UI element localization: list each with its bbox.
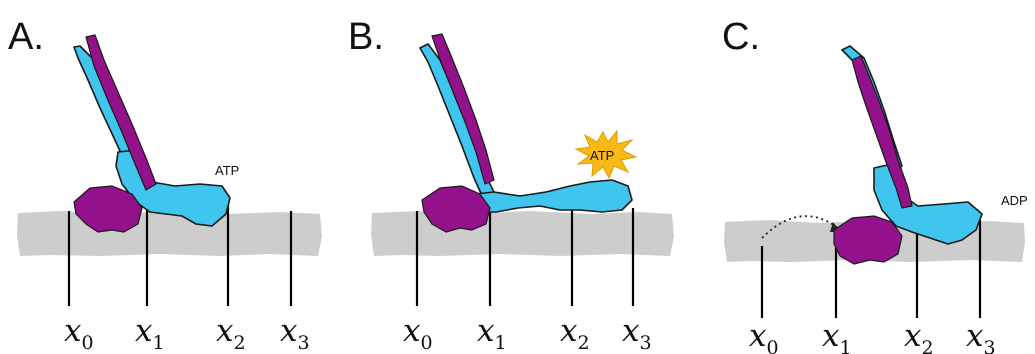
panel-a-label-x1: x1 bbox=[135, 313, 165, 354]
panel-c-label-x3: x3 bbox=[966, 318, 996, 354]
panel-a-label-x0: x0 bbox=[64, 313, 94, 354]
panel-b-label-x2: x2 bbox=[560, 313, 590, 354]
panel-c-position-labels: x0 x1 x2 x3 bbox=[749, 318, 996, 354]
panel-c-myosin bbox=[833, 45, 983, 265]
panel-c: C. ADP x0 x1 x2 x3 bbox=[722, 16, 1028, 354]
panel-b-nucleotide-label: ATP bbox=[590, 148, 614, 163]
panel-a-ticks bbox=[67, 201, 293, 306]
panel-b-label-x1: x1 bbox=[477, 313, 507, 354]
panel-c-nucleotide-label: ADP bbox=[1001, 193, 1028, 208]
panel-c-leading-head bbox=[833, 215, 903, 265]
panel-a-label-x2: x2 bbox=[216, 313, 246, 354]
panel-b-letter: B. bbox=[348, 16, 384, 58]
panel-c-letter: C. bbox=[722, 16, 760, 58]
panel-c-label-x0: x0 bbox=[749, 318, 779, 354]
panel-a-myosin bbox=[73, 34, 231, 233]
panel-b-label-x0: x0 bbox=[403, 313, 433, 354]
panel-b-label-x3: x3 bbox=[622, 313, 652, 354]
panel-a-nucleotide-label: ATP bbox=[215, 163, 239, 178]
panel-b-motor-head bbox=[475, 179, 633, 213]
panel-c-ticks bbox=[760, 220, 982, 318]
panel-b-ticks bbox=[415, 201, 635, 306]
panel-a-track bbox=[17, 211, 322, 256]
panel-b: B. ATP x0 x1 x2 x3 bbox=[348, 16, 674, 354]
panel-a-label-x3: x3 bbox=[280, 313, 310, 354]
panel-a-letter: A. bbox=[8, 16, 44, 58]
panel-b-atp-burst bbox=[574, 129, 638, 180]
panel-b-trailing-head bbox=[421, 185, 491, 233]
panel-c-heavy-chain bbox=[851, 55, 913, 209]
panel-b-position-labels: x0 x1 x2 x3 bbox=[403, 313, 652, 354]
panel-a-heavy-chain bbox=[85, 34, 157, 191]
panel-b-myosin bbox=[419, 33, 638, 233]
panel-c-step-arc bbox=[761, 215, 839, 239]
panel-a-position-labels: x0 x1 x2 x3 bbox=[64, 313, 310, 354]
panel-a-trailing-head bbox=[73, 185, 143, 233]
panel-b-heavy-chain bbox=[431, 33, 495, 185]
panel-a: A. ATP x0 x1 x2 x3 bbox=[8, 16, 322, 354]
panel-c-label-x1: x1 bbox=[822, 318, 852, 354]
panel-c-label-x2: x2 bbox=[904, 318, 934, 354]
